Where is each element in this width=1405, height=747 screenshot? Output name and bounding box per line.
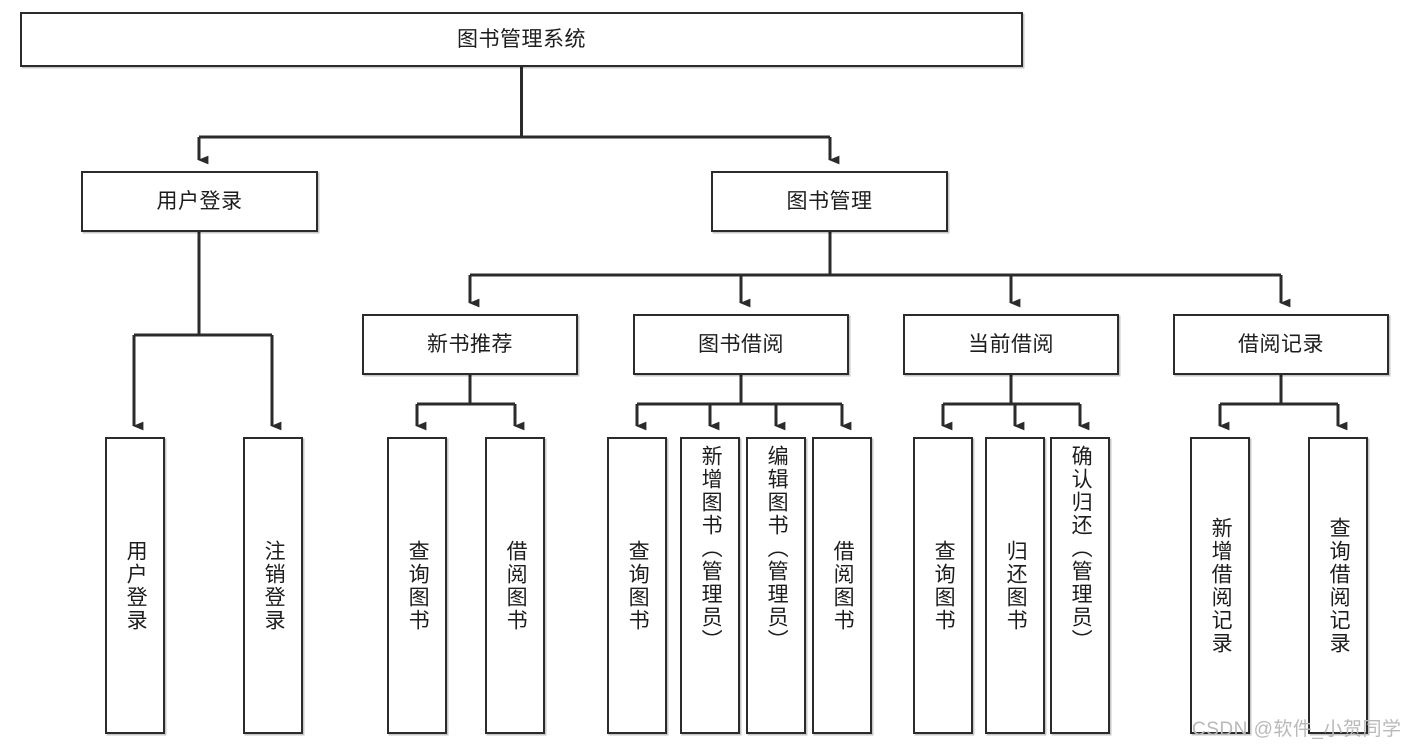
- leaf-label: 注销登录: [262, 539, 286, 632]
- leaf-label: 用户登录: [124, 539, 148, 632]
- leaf-label: 归还图书: [1004, 539, 1028, 632]
- leaf-query-books-borrow[interactable]: 查询图书: [607, 437, 667, 734]
- leaf-label: 查询图书: [626, 539, 650, 632]
- node-new-book-recommend-label: 新书推荐: [427, 332, 513, 356]
- node-borrow-records[interactable]: 借阅记录: [1173, 314, 1389, 375]
- leaf-query-borrow-record[interactable]: 查询借阅记录: [1308, 437, 1368, 734]
- leaf-return-book[interactable]: 归还图书: [985, 437, 1045, 734]
- node-user-login[interactable]: 用户登录: [81, 171, 318, 232]
- node-book-borrow[interactable]: 图书借阅: [633, 314, 849, 375]
- node-root-label: 图书管理系统: [457, 27, 586, 51]
- node-root[interactable]: 图书管理系统: [20, 12, 1023, 67]
- leaf-label: 查询图书: [932, 539, 956, 632]
- leaf-label: 查询借阅记录: [1327, 516, 1351, 655]
- leaf-edit-book-admin[interactable]: 编辑图书（管理员）: [746, 437, 806, 734]
- node-current-borrow-label: 当前借阅: [968, 332, 1054, 356]
- leaf-borrow-books-recommend[interactable]: 借阅图书: [485, 437, 545, 734]
- leaf-query-books-recommend[interactable]: 查询图书: [387, 437, 447, 734]
- node-current-borrow[interactable]: 当前借阅: [903, 314, 1119, 375]
- node-book-borrow-label: 图书借阅: [698, 332, 784, 356]
- leaf-label: 新增借阅记录: [1209, 516, 1233, 655]
- csdn-watermark: CSDN @软件_小贺同学: [1192, 719, 1402, 740]
- leaf-label: 查询图书: [406, 539, 430, 632]
- node-book-management[interactable]: 图书管理: [711, 171, 948, 232]
- leaf-label: 新增图书（管理员）: [699, 445, 723, 652]
- leaf-add-book-admin[interactable]: 新增图书（管理员）: [680, 437, 740, 734]
- leaf-query-books-current[interactable]: 查询图书: [913, 437, 973, 734]
- node-user-login-label: 用户登录: [156, 189, 243, 213]
- leaf-label: 借阅图书: [831, 539, 855, 632]
- leaf-label: 确认归还（管理员）: [1069, 445, 1093, 652]
- leaf-label: 借阅图书: [504, 539, 528, 632]
- leaf-add-borrow-record[interactable]: 新增借阅记录: [1190, 437, 1250, 734]
- leaf-borrow-book[interactable]: 借阅图书: [812, 437, 872, 734]
- node-book-management-label: 图书管理: [786, 189, 873, 213]
- leaf-user-login[interactable]: 用户登录: [105, 437, 165, 734]
- node-new-book-recommend[interactable]: 新书推荐: [362, 314, 578, 375]
- leaf-logout-login[interactable]: 注销登录: [243, 437, 303, 734]
- leaf-label: 编辑图书（管理员）: [765, 445, 789, 652]
- leaf-confirm-return-admin[interactable]: 确认归还（管理员）: [1050, 437, 1110, 734]
- node-borrow-records-label: 借阅记录: [1238, 332, 1324, 356]
